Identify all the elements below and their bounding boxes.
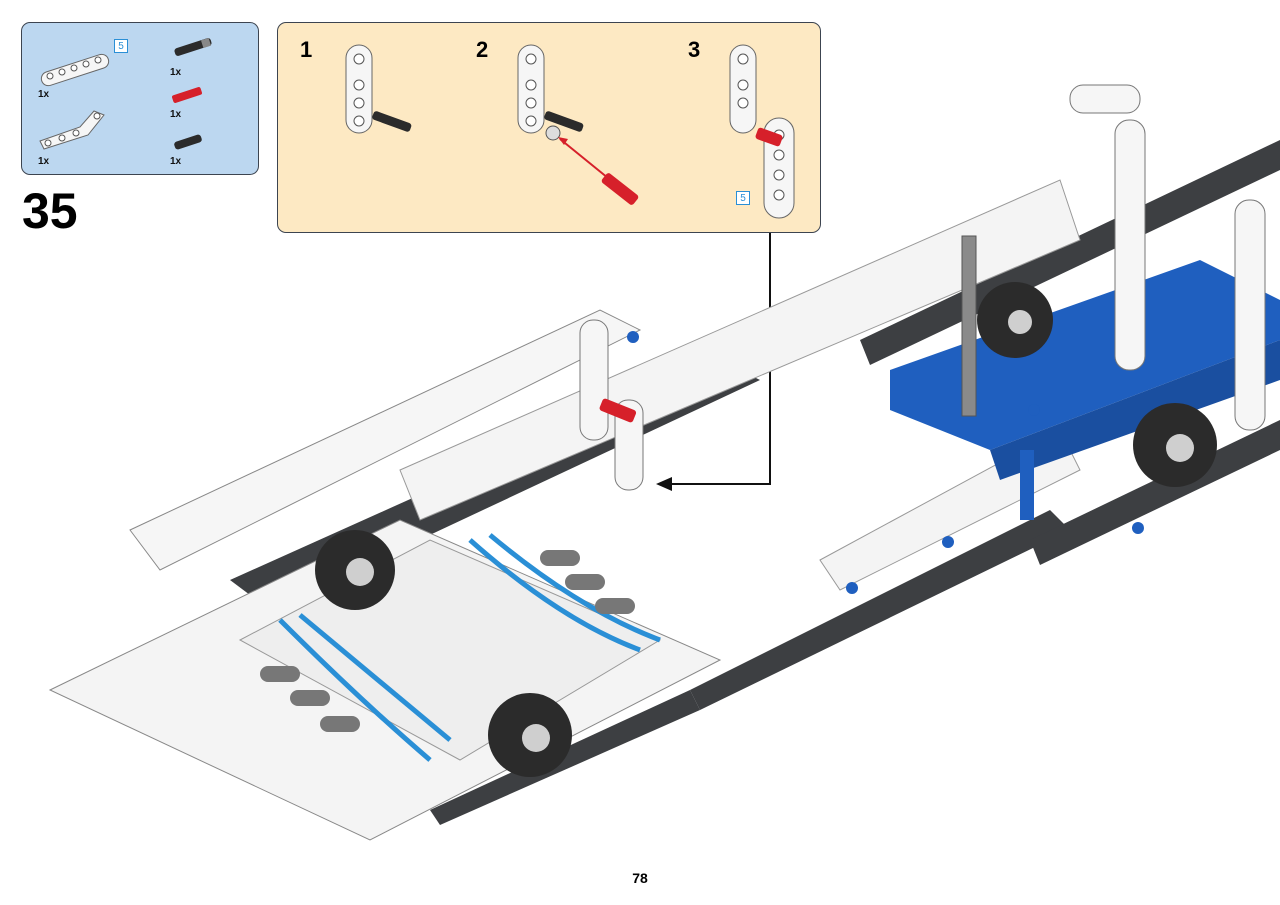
substep-number: 3 (688, 37, 701, 62)
angled-beam-icon (39, 110, 105, 150)
part-qty: 1x (170, 67, 182, 78)
shock-absorber (961, 235, 977, 417)
length-badge: 5 (736, 191, 750, 205)
beam-5-icon (40, 53, 110, 87)
deck-panels (48, 179, 1081, 841)
vent-slots (260, 550, 635, 732)
substep-number: 2 (476, 37, 489, 62)
length-badge: 5 (114, 39, 128, 53)
callout-arrow (656, 233, 771, 491)
wheels (315, 282, 1217, 777)
part-qty: 1x (170, 109, 182, 120)
blue-pins (627, 331, 1144, 594)
part-qty: 1x (38, 156, 50, 167)
step-number: 35 (22, 183, 78, 239)
blue-frame (890, 260, 1280, 520)
sub-assembly-box: 1 2 3 5 (277, 22, 821, 233)
part-qty: 1x (38, 89, 50, 100)
substep-2-illustration (517, 44, 639, 205)
substep-number: 1 (300, 37, 313, 62)
axle-pin-red-icon (172, 87, 202, 103)
blue-stripes (278, 533, 661, 762)
substep-1-illustration (345, 44, 412, 134)
chassis-beams (230, 140, 1280, 825)
part-qty: 1x (170, 156, 182, 167)
parts-list-box: 5 1x 1x 1x 1x 1x (21, 22, 259, 175)
red-pin-added (599, 398, 637, 423)
page-number: 78 (632, 870, 648, 886)
friction-pin-black-icon (174, 134, 202, 150)
axle-pin-black-icon (174, 37, 212, 56)
parts-illustrations (39, 37, 212, 150)
